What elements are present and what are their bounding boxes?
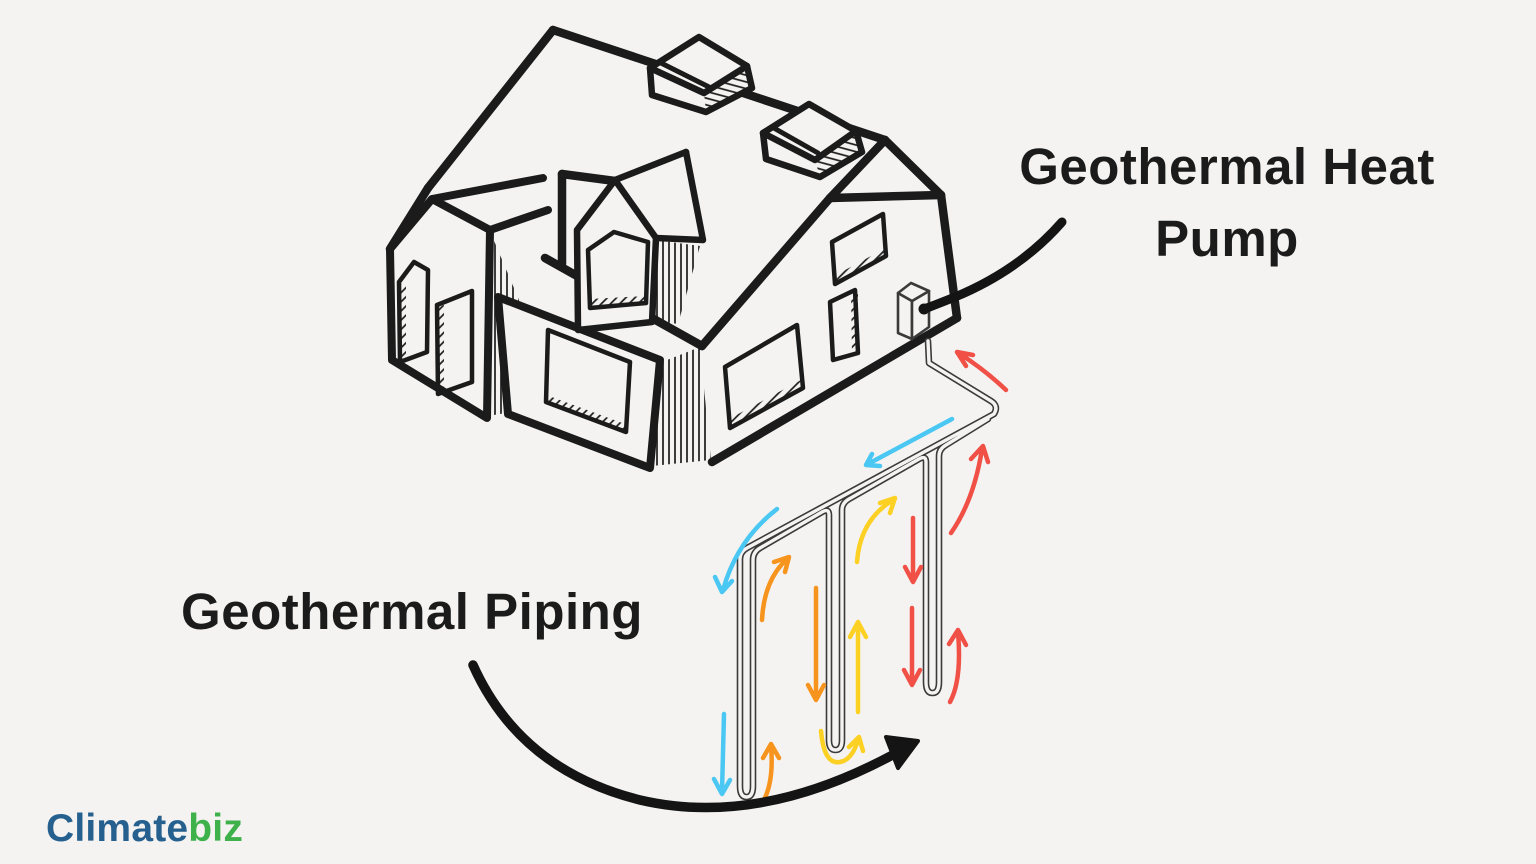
piping-leader-line (468, 660, 903, 813)
dormer (573, 148, 707, 334)
left-wing-door-hatch (438, 305, 444, 393)
gable-left-slope (423, 25, 558, 193)
skylight-2-frame-line (769, 124, 821, 156)
logo-biz: biz (188, 807, 243, 850)
cool-flow-arrows (759, 554, 827, 803)
red-arrow-return-rise (948, 443, 991, 536)
climatebiz-logo: Climatebiz (46, 807, 243, 850)
skylight-2-side-hatch (815, 131, 862, 177)
yellow-arrow-loop2-uturn (818, 728, 866, 765)
right-gable-slope (880, 135, 946, 200)
center-side-shading (652, 347, 711, 466)
dormer-roof-edge (652, 148, 707, 244)
skylight-1-frame-line (656, 59, 712, 90)
ground-loop-piping (736, 337, 1000, 801)
cold-flow-arrows (711, 416, 955, 797)
left-wing-eave (486, 206, 552, 234)
heat-pump-leader-line (922, 217, 1067, 313)
flow-arrows (711, 349, 1009, 803)
annotation-leaders (468, 217, 1067, 813)
heat-pump-top-face (896, 281, 931, 303)
orange-arrow-loop1-bottom-up (760, 741, 782, 803)
piping-leader-arrowhead (884, 735, 920, 770)
logo-climate: Climate (46, 807, 188, 850)
right-window-small-hatch (851, 290, 858, 356)
hot-flow-arrows (901, 349, 1009, 705)
yellow-arrow-loop2-up (854, 495, 898, 565)
dormer-window-sill-hatch (590, 296, 646, 308)
dormer-window (585, 229, 651, 311)
red-arrow-loop3-down-1 (902, 515, 924, 585)
blue-arrow-loop1-down (711, 711, 733, 797)
house-illustration (385, 25, 962, 472)
left-wing-ridge (428, 174, 547, 203)
right-window-large-hatch (729, 380, 803, 428)
heat-pump-label-line1: Geothermal Heat (1019, 138, 1435, 195)
left-wing (386, 174, 552, 422)
pipe-inner (738, 339, 998, 799)
skylight-1-side-hatch (704, 66, 752, 112)
right-wall-windows (722, 211, 889, 431)
heat-pump-unit (896, 281, 931, 341)
skylight-2-lid (759, 100, 860, 164)
roof-verge-edge (697, 193, 835, 351)
yellow-arrow-loop2-rise (847, 619, 869, 715)
blue-arrow-supply-run (863, 416, 955, 469)
center-block (494, 293, 664, 472)
right-gable-base (825, 190, 946, 203)
text-labels: Geothermal Heat Pump Geothermal Piping (181, 138, 1435, 640)
left-wing-door (434, 288, 475, 397)
dormer-side-shading (652, 240, 700, 324)
right-wall-bottom-edge (707, 313, 962, 467)
skylights (646, 33, 866, 181)
warm-flow-arrows (818, 495, 898, 765)
piping-label: Geothermal Piping (181, 583, 643, 640)
right-gable-left-edge (825, 135, 890, 203)
red-arrow-return-to-pump (954, 349, 1009, 393)
dormer-top-connector (557, 169, 620, 186)
heat-pump-leader-dot (918, 303, 930, 315)
red-arrow-loop3-bottom-up (946, 627, 969, 705)
blue-arrow-down-bend (712, 506, 780, 595)
skylight-1-lid (646, 33, 751, 97)
right-window-upper (829, 211, 889, 287)
center-window-sill-hatch (548, 396, 626, 432)
skylight-2 (759, 100, 866, 181)
dormer-ridge (611, 148, 690, 184)
heat-pump-label-line2: Pump (1155, 210, 1299, 267)
red-arrow-loop3-down-2 (901, 605, 923, 688)
left-wing-window (396, 259, 431, 365)
orange-arrow-loop1-up (759, 554, 792, 623)
orange-arrow-loop2-down (805, 585, 827, 703)
left-wing-window-hatch (400, 282, 406, 360)
skylight-1 (646, 33, 756, 116)
right-window-upper-hatch (834, 249, 886, 285)
